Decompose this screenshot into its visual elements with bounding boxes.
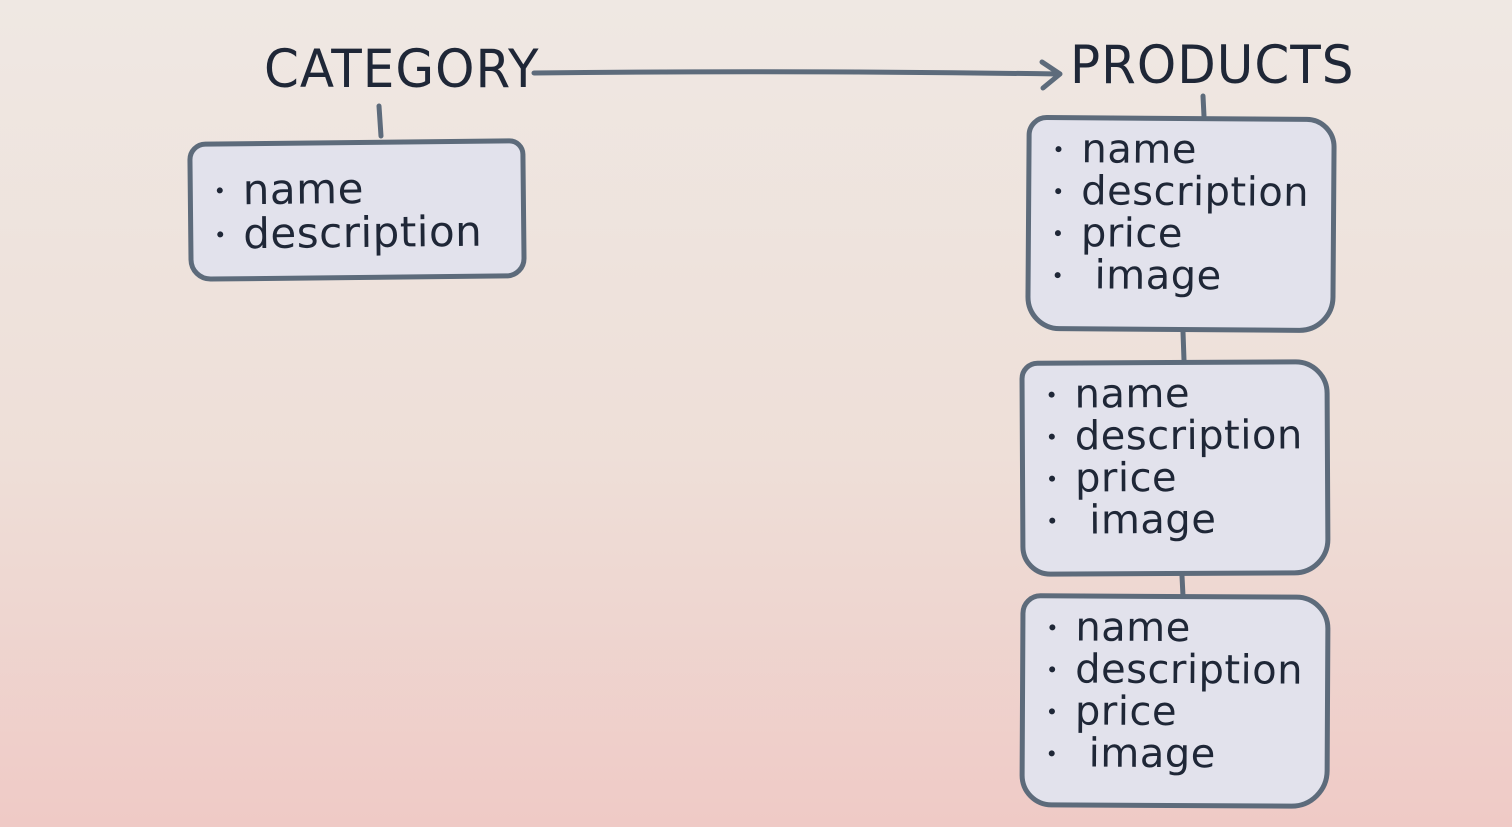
product-field-image: image (1047, 496, 1307, 544)
product-card-2: name description price image (1019, 359, 1331, 577)
field-label: price (1080, 210, 1184, 258)
field-label: name (1075, 604, 1191, 652)
product-field-name: name (1047, 370, 1307, 418)
field-label: price (1074, 688, 1178, 736)
product-field-list: name description price image (1047, 370, 1308, 544)
product-field-name: name (1053, 126, 1313, 174)
bullet-dot-icon (1049, 624, 1056, 631)
product-field-image: image (1047, 730, 1307, 778)
product-field-image: image (1052, 252, 1312, 300)
bullet-dot-icon (1055, 188, 1062, 195)
bullet-dot-icon (1048, 750, 1055, 757)
field-label: image (1089, 496, 1217, 544)
product-field-price: price (1047, 454, 1307, 502)
field-label: description (1081, 168, 1310, 216)
product-field-price: price (1047, 688, 1307, 736)
category-stem (376, 103, 384, 139)
bullet-dot-icon (1048, 391, 1055, 398)
product-field-description: description (1047, 646, 1307, 694)
product-card-3: name description price image (1019, 593, 1331, 809)
product-field-description: description (1053, 168, 1313, 216)
field-label: image (1094, 252, 1222, 300)
bullet-dot-icon (1054, 230, 1061, 237)
bullet-dot-icon (1049, 666, 1056, 673)
category-field-list: name description (215, 163, 504, 259)
field-label: image (1088, 730, 1216, 778)
bullet-dot-icon (1054, 272, 1061, 279)
product-field-price: price (1053, 210, 1313, 258)
bullet-dot-icon (1048, 433, 1055, 440)
field-label: price (1074, 454, 1178, 502)
product-field-description: description (1047, 412, 1307, 460)
category-field-description: description (215, 206, 503, 259)
arrow-head (1039, 59, 1063, 91)
product-link-2-3 (1179, 573, 1186, 599)
bullet-dot-icon (1049, 517, 1056, 524)
field-label: description (1075, 646, 1304, 694)
bullet-dot-icon (1049, 475, 1056, 482)
product-field-list: name description price image (1047, 604, 1308, 778)
field-label: name (1081, 126, 1198, 174)
products-stem (1200, 93, 1207, 119)
field-label: name (242, 163, 365, 215)
field-label: description (242, 206, 483, 259)
bullet-dot-icon (217, 231, 224, 238)
category-field-name: name (215, 163, 503, 215)
category-title: CATEGORY (264, 38, 540, 100)
product-link-1-2 (1180, 329, 1187, 363)
product-field-name: name (1047, 604, 1307, 652)
product-field-list: name description price image (1052, 126, 1313, 300)
arrow-right-icon (531, 69, 1061, 77)
bullet-dot-icon (1055, 146, 1062, 153)
category-card: name description (187, 138, 527, 282)
bullet-dot-icon (1048, 708, 1055, 715)
bullet-dot-icon (216, 187, 223, 194)
products-title: PRODUCTS (1070, 34, 1355, 96)
product-card-1: name description price image (1025, 114, 1337, 334)
field-label: name (1074, 370, 1191, 418)
field-label: description (1074, 412, 1303, 460)
